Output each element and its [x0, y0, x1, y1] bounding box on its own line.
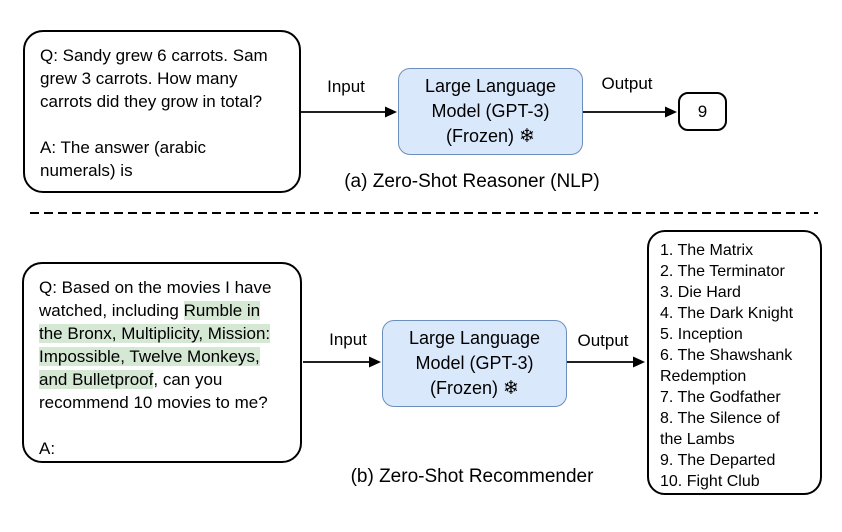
output-label-b: Output — [577, 331, 629, 350]
output-arrow-a — [583, 106, 677, 118]
llm-label-line1: Large Language — [408, 328, 541, 348]
input-arrow-a — [301, 106, 397, 118]
snowflake-icon: ❄ — [503, 378, 519, 399]
prompt-box-reasoner: Q: Sandy grew 6 carrots. Sam grew 3 carr… — [23, 30, 301, 193]
llm-label-line2: Model (GPT-3) — [415, 353, 534, 373]
plain-text: , can you recommend 10 movies to me? A: — [39, 370, 268, 458]
llm-box-b: Large Language Model (GPT-3) (Frozen)❄ — [382, 320, 567, 407]
prompt-text-reasoner: Q: Sandy grew 6 carrots. Sam grew 3 carr… — [40, 46, 268, 180]
llm-box-a: Large Language Model (GPT-3) (Frozen)❄ — [398, 68, 583, 155]
input-label-a: Input — [327, 77, 365, 96]
prompt-box-recommender: Q: Based on the movies I have watched, i… — [22, 262, 302, 463]
llm-label-line2: Model (GPT-3) — [431, 101, 550, 121]
input-label-b: Input — [329, 330, 367, 349]
input-arrow-b — [303, 356, 381, 368]
llm-frozen-line: (Frozen)❄ — [430, 376, 519, 401]
caption-recommender: (b) Zero-Shot Recommender — [350, 466, 594, 487]
llm-frozen-label: (Frozen) — [446, 126, 515, 146]
snowflake-icon: ❄ — [519, 126, 535, 147]
answer-box: 9 — [678, 92, 727, 131]
section-divider — [30, 212, 818, 214]
caption-reasoner: (a) Zero-Shot Reasoner (NLP) — [344, 171, 600, 192]
llm-frozen-label: (Frozen) — [430, 378, 499, 398]
output-arrow-b — [567, 356, 645, 368]
output-label-a: Output — [601, 74, 653, 93]
recommendation-list-box: 1. The Matrix 2. The Terminator 3. Die H… — [647, 230, 822, 495]
answer-value: 9 — [697, 101, 708, 121]
plain-text: Q: Based on the movies I have watched, i… — [39, 278, 272, 320]
llm-label-line1: Large Language — [424, 76, 557, 96]
llm-frozen-line: (Frozen)❄ — [446, 124, 535, 149]
prompt-text-recommender: Q: Based on the movies I have watched, i… — [24, 264, 300, 460]
recommendation-list-text: 1. The Matrix 2. The Terminator 3. Die H… — [660, 242, 794, 490]
